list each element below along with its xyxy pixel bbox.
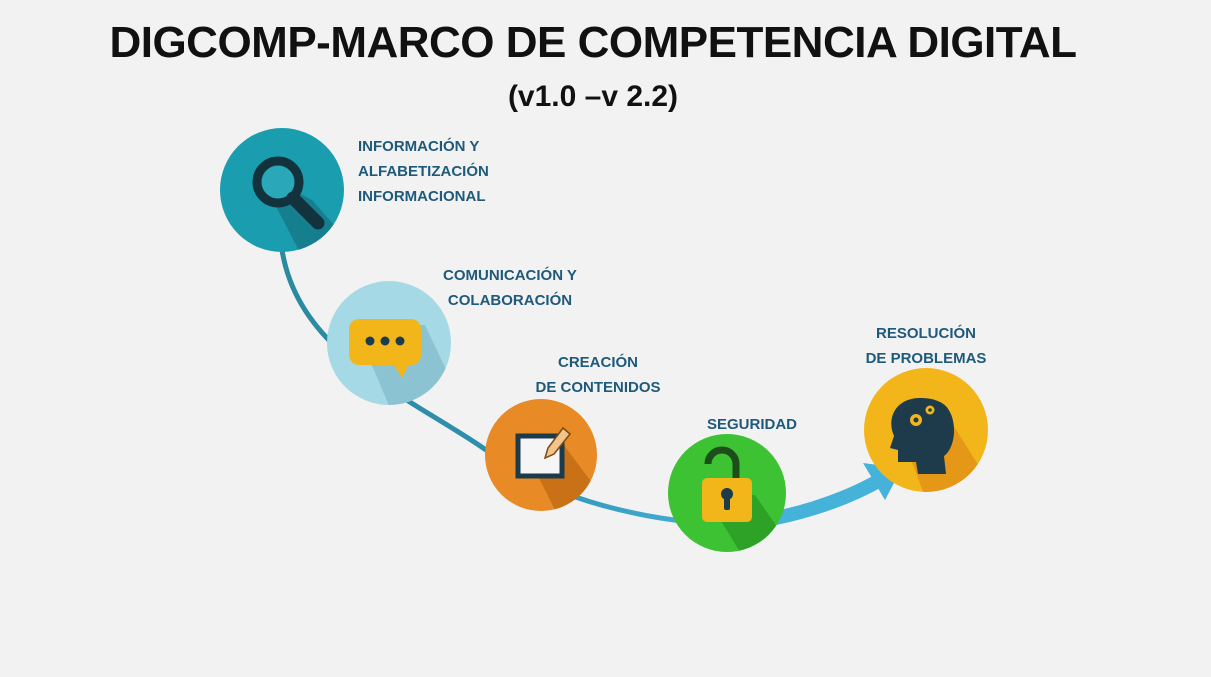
area-label-information: INFORMACIÓN Y ALFABETIZACIÓN INFORMACION…: [358, 138, 489, 205]
area-label-content-creation: CREACIÓN DE CONTENIDOS: [535, 354, 661, 396]
diagram-subtitle: (v1.0 –v 2.2): [507, 80, 679, 113]
area-label-security: SEGURIDAD: [706, 416, 797, 433]
padlock-icon: [668, 434, 786, 552]
area-label-communication: COMUNICACIÓN Y COLABORACIÓN: [443, 267, 577, 309]
area-label-problem-solving: RESOLUCIÓN DE PROBLEMAS: [865, 325, 987, 367]
diagram-title: DIGCOMP-MARCO DE COMPETENCIA DIGITAL: [109, 18, 1077, 67]
edit-note-icon: [485, 399, 597, 511]
